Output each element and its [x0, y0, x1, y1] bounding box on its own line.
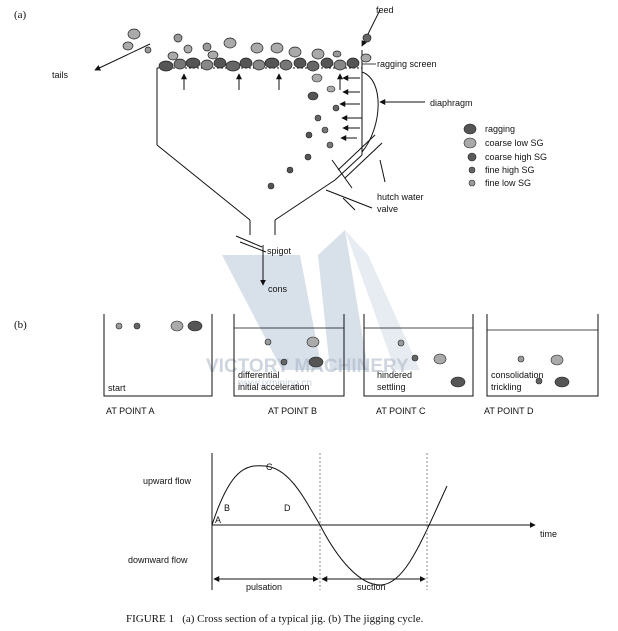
point-b-marker: B: [224, 503, 230, 513]
figure-caption: FIGURE 1 (a) Cross section of a typical …: [126, 613, 424, 625]
box-point-c: hindered settling: [363, 314, 474, 397]
particle-legend: ragging coarse low SG coarse high SG fin…: [463, 123, 547, 188]
cons-label: cons: [268, 284, 288, 294]
panel-a-label: (a): [14, 9, 27, 21]
feed-label: feed: [376, 5, 394, 15]
upward-flow-arrows: [181, 73, 343, 90]
caption-point-c: AT POINT C: [376, 406, 426, 416]
spigot-label: spigot: [267, 246, 292, 256]
diaphragm-arrows: [339, 75, 362, 141]
box-b-text-2: initial acceleration: [238, 382, 310, 392]
hutch-water-label: hutch water: [377, 192, 424, 202]
pulsation-label: pulsation: [246, 582, 282, 592]
box-c-text-1: hindered: [377, 370, 412, 380]
point-c-marker: C: [266, 462, 273, 472]
legend-fine-low-sg: fine low SG: [485, 178, 531, 188]
time-label: time: [540, 529, 557, 539]
legend-fine-high-sg: fine high SG: [485, 165, 535, 175]
box-point-d: consolidation trickling: [486, 314, 599, 397]
box-a-text: start: [108, 383, 126, 393]
upward-flow-label: upward flow: [143, 476, 192, 486]
point-a-marker: A: [215, 515, 221, 525]
caption-point-d: AT POINT D: [484, 406, 534, 416]
box-c-text-2: settling: [377, 382, 406, 392]
legend-coarse-high-sg: coarse high SG: [485, 152, 547, 162]
tails-label: tails: [52, 70, 69, 80]
panel-b-label: (b): [14, 319, 27, 331]
box-point-a: start: [103, 314, 213, 397]
box-point-b: differential initial acceleration: [233, 314, 345, 397]
caption-point-a: AT POINT A: [106, 406, 155, 416]
legend-ragging: ragging: [485, 124, 515, 134]
hutch-valve-label: valve: [377, 204, 398, 214]
box-b-text-1: differential: [238, 370, 279, 380]
box-d-text-2: trickling: [491, 382, 522, 392]
suction-label: suction: [357, 582, 386, 592]
ragging-bed: [122, 28, 372, 72]
watermark-title: VICTORY MACHINERY: [206, 356, 409, 377]
diaphragm-label: diaphragm: [430, 98, 473, 108]
point-d-marker: D: [284, 503, 291, 513]
legend-coarse-low-sg: coarse low SG: [485, 138, 544, 148]
watermark: VICTORY MACHINERY www.jxmining.cn: [206, 230, 420, 389]
downward-flow-label: downward flow: [128, 555, 188, 565]
box-d-text-1: consolidation: [491, 370, 544, 380]
ragging-screen-label: ragging screen: [377, 59, 437, 69]
jig-tank: [156, 50, 386, 253]
watermark-url: www.jxmining.cn: [237, 378, 312, 389]
jigging-cycle-graph: time upward flow downward flow A B C D p…: [128, 453, 557, 592]
hutch-particles: [267, 73, 340, 190]
caption-point-b: AT POINT B: [268, 406, 317, 416]
